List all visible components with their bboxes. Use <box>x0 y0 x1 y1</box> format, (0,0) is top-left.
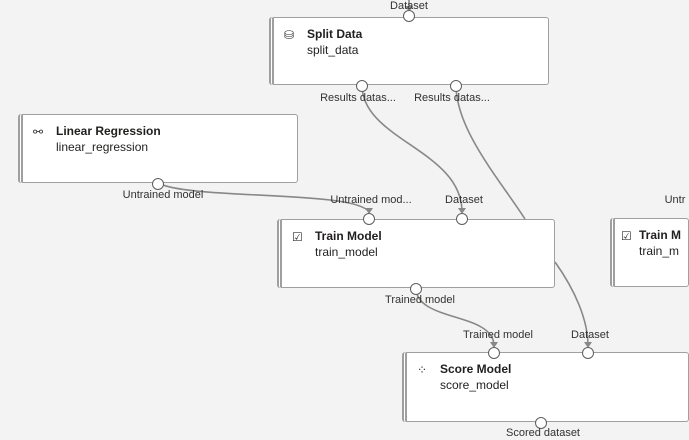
train-model-node[interactable]: ☑ Train Model train_model <box>277 219 555 288</box>
split-output-port-2[interactable] <box>450 80 462 92</box>
node-title: Train M <box>639 228 682 242</box>
score-input-port-model[interactable] <box>488 347 500 359</box>
port-label: Results datas... <box>320 92 396 104</box>
node-title: Linear Regression <box>56 124 161 138</box>
port-label: Dataset <box>390 0 428 12</box>
split-data-node[interactable]: ⛁ Split Data split_data <box>269 17 549 85</box>
node-name: train_model <box>315 245 378 259</box>
port-label: Results datas... <box>414 92 490 104</box>
train-output-port[interactable] <box>410 283 422 295</box>
linreg-output-port[interactable] <box>152 178 164 190</box>
node-name: train_m <box>639 244 680 258</box>
score-model-node[interactable]: ⁘ Score Model score_model <box>402 352 689 422</box>
port-label: Untrained mod... <box>330 194 412 206</box>
regression-icon: ⚯ <box>33 125 44 139</box>
node-name: score_model <box>440 378 509 392</box>
port-label: Untrained model <box>122 189 204 201</box>
split-data-icon: ⛁ <box>284 28 295 42</box>
node-title: Split Data <box>307 27 363 41</box>
edge-linreg-to-train <box>157 182 370 213</box>
port-label: Scored dataset <box>506 427 580 439</box>
score-model-icon: ⁘ <box>417 363 428 377</box>
edge-train-to-score-dataset <box>554 261 589 347</box>
train-model-icon: ☑ <box>621 229 632 243</box>
score-output-port[interactable] <box>535 417 547 429</box>
split-input-port[interactable] <box>403 10 415 22</box>
port-label: Dataset <box>571 329 609 341</box>
train-model-node-2[interactable]: ☑ Train M train_m <box>610 218 689 287</box>
node-name: split_data <box>307 43 359 57</box>
node-title: Train Model <box>315 229 382 243</box>
port-label: Trained model <box>463 329 533 341</box>
edge-split-to-train <box>361 84 463 213</box>
score-input-port-dataset[interactable] <box>582 347 594 359</box>
linear-regression-node[interactable]: ⚯ Linear Regression linear_regression <box>18 114 298 183</box>
port-label: Dataset <box>445 194 483 206</box>
train-model-icon: ☑ <box>292 230 303 244</box>
edge-split-to-other <box>455 84 526 220</box>
train-input-port-dataset[interactable] <box>456 213 468 225</box>
edge-train-to-score-model <box>415 287 495 347</box>
split-output-port-1[interactable] <box>356 80 368 92</box>
node-title: Score Model <box>440 362 512 376</box>
port-label: Untr <box>664 194 686 206</box>
train-input-port-model[interactable] <box>363 213 375 225</box>
port-label: Trained model <box>385 294 455 306</box>
node-name: linear_regression <box>56 140 149 154</box>
